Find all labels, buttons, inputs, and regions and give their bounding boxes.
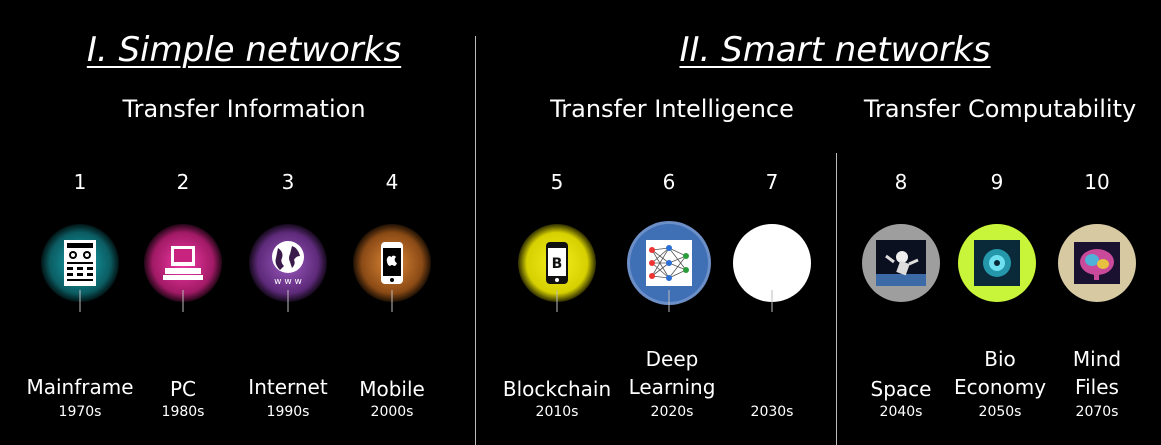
connector-line xyxy=(556,290,558,312)
brain-icon xyxy=(1074,242,1120,284)
item-decade: 1980s xyxy=(161,404,205,420)
smartphone-icon xyxy=(381,242,403,284)
svg-text:B: B xyxy=(552,256,563,272)
connector-line xyxy=(287,290,289,312)
item-label: Mainframe xyxy=(26,375,134,399)
item-number: 1 xyxy=(73,170,87,194)
cell-icon xyxy=(974,240,1020,286)
item-label-line1: Mind xyxy=(1072,347,1122,371)
item-label: Internet xyxy=(248,375,328,399)
item-number: 5 xyxy=(550,170,564,194)
mobile-node xyxy=(353,224,431,302)
svg-text:w w w: w w w xyxy=(274,277,302,286)
item-label-line2: Economy xyxy=(953,375,1047,399)
item-number: 8 xyxy=(894,170,908,194)
connector-line xyxy=(771,290,773,312)
connector-line xyxy=(182,290,184,312)
item-label: Blockchain xyxy=(502,377,612,401)
item-decade: 2000s xyxy=(370,404,414,420)
smart-networks-title: II. Smart networks xyxy=(679,30,991,70)
item-label-line1: Bio xyxy=(984,347,1016,371)
item-decade: 2010s xyxy=(535,404,579,420)
future-node xyxy=(733,224,811,302)
item-decade: 2050s xyxy=(978,404,1022,420)
item-number: 10 xyxy=(1084,170,1110,194)
transfer-information-subtitle: Transfer Information xyxy=(122,95,366,123)
blockchain-node: B xyxy=(518,224,596,302)
section-divider xyxy=(475,36,476,445)
simple-networks-title: I. Simple networks xyxy=(86,30,402,70)
item-decade: 2070s xyxy=(1075,404,1119,420)
bitcoin-phone-icon: B xyxy=(546,242,568,284)
item-label-line2: Learning xyxy=(628,375,716,399)
neural-network-icon xyxy=(646,240,692,286)
subsection-divider xyxy=(836,153,837,445)
connector-line xyxy=(79,290,81,312)
item-decade: 2020s xyxy=(650,404,694,420)
item-label: Mobile xyxy=(359,377,425,401)
item-number: 4 xyxy=(385,170,399,194)
item-number: 7 xyxy=(765,170,779,194)
mainframe-node xyxy=(41,224,119,302)
item-decade: 2040s xyxy=(879,404,923,420)
transfer-computability-subtitle: Transfer Computability xyxy=(863,95,1137,123)
item-label-line2: Files xyxy=(1075,375,1119,399)
pc-node xyxy=(144,224,222,302)
item-label: PC xyxy=(169,377,197,401)
space-node xyxy=(862,224,940,302)
mind-files-node xyxy=(1058,224,1136,302)
internet-node: w w w xyxy=(249,224,327,302)
item-decade: 1970s xyxy=(58,404,102,420)
transfer-intelligence-subtitle: Transfer Intelligence xyxy=(550,95,794,123)
mainframe-icon xyxy=(64,240,96,286)
item-number: 2 xyxy=(176,170,190,194)
item-number: 6 xyxy=(662,170,676,194)
bio-economy-node xyxy=(958,224,1036,302)
connector-line xyxy=(391,290,393,312)
item-label-line1: Deep xyxy=(645,347,699,371)
astronaut-icon xyxy=(876,240,926,286)
pc-icon xyxy=(163,246,203,280)
deep-learning-node xyxy=(630,224,708,302)
item-label: Space xyxy=(870,377,932,401)
item-decade: 1990s xyxy=(266,404,310,420)
item-decade: 2030s xyxy=(750,404,794,420)
globe-icon: w w w xyxy=(272,241,304,286)
connector-line xyxy=(668,290,670,312)
item-number: 9 xyxy=(990,170,1004,194)
item-number: 3 xyxy=(281,170,295,194)
